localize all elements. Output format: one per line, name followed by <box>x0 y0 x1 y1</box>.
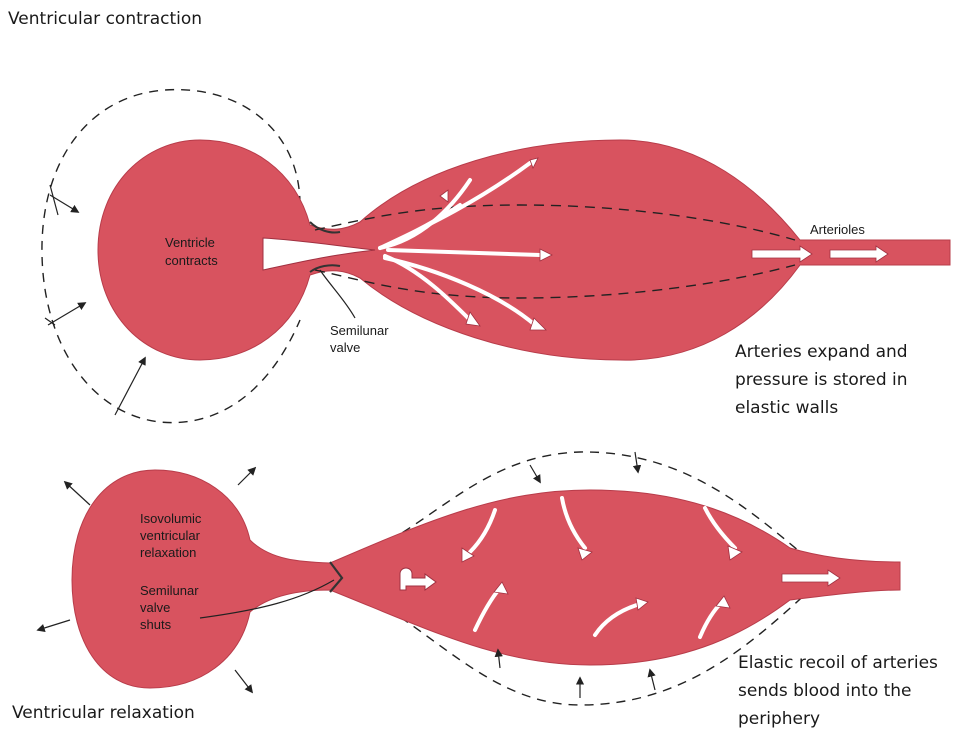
isovolumic-label-1: Isovolumic <box>140 511 202 526</box>
valve-shuts-label-1: Semilunar <box>140 583 199 598</box>
relaxation-panel: Isovolumic ventricular relaxation Semilu… <box>12 452 938 729</box>
contraction-title: Ventricular contraction <box>8 9 202 29</box>
relaxation-caption-3: periphery <box>738 709 820 729</box>
contraction-caption-1: Arteries expand and <box>735 342 908 362</box>
ventricle-contracts-label-1: Ventricle <box>165 235 215 250</box>
valve-shuts-label-2: valve <box>140 600 170 615</box>
contraction-caption-2: pressure is stored in <box>735 370 908 390</box>
relaxation-title: Ventricular relaxation <box>12 703 195 723</box>
semilunar-valve-label-1: Semilunar <box>330 323 389 338</box>
ventricle-contracts-label-2: contracts <box>165 253 218 268</box>
isovolumic-label-2: ventricular <box>140 528 201 543</box>
contraction-caption-3: elastic walls <box>735 398 838 418</box>
contraction-vessel <box>98 140 950 360</box>
isovolumic-label-3: relaxation <box>140 545 196 560</box>
valve-shuts-label-3: shuts <box>140 617 172 632</box>
contraction-panel: Ventricular contraction <box>8 9 950 423</box>
semilunar-valve-label-2: valve <box>330 340 360 355</box>
valve-leader-line <box>320 270 355 318</box>
relaxation-caption-1: Elastic recoil of arteries <box>738 653 938 673</box>
arterioles-label: Arterioles <box>810 222 865 237</box>
relaxation-caption-2: sends blood into the <box>738 681 912 701</box>
